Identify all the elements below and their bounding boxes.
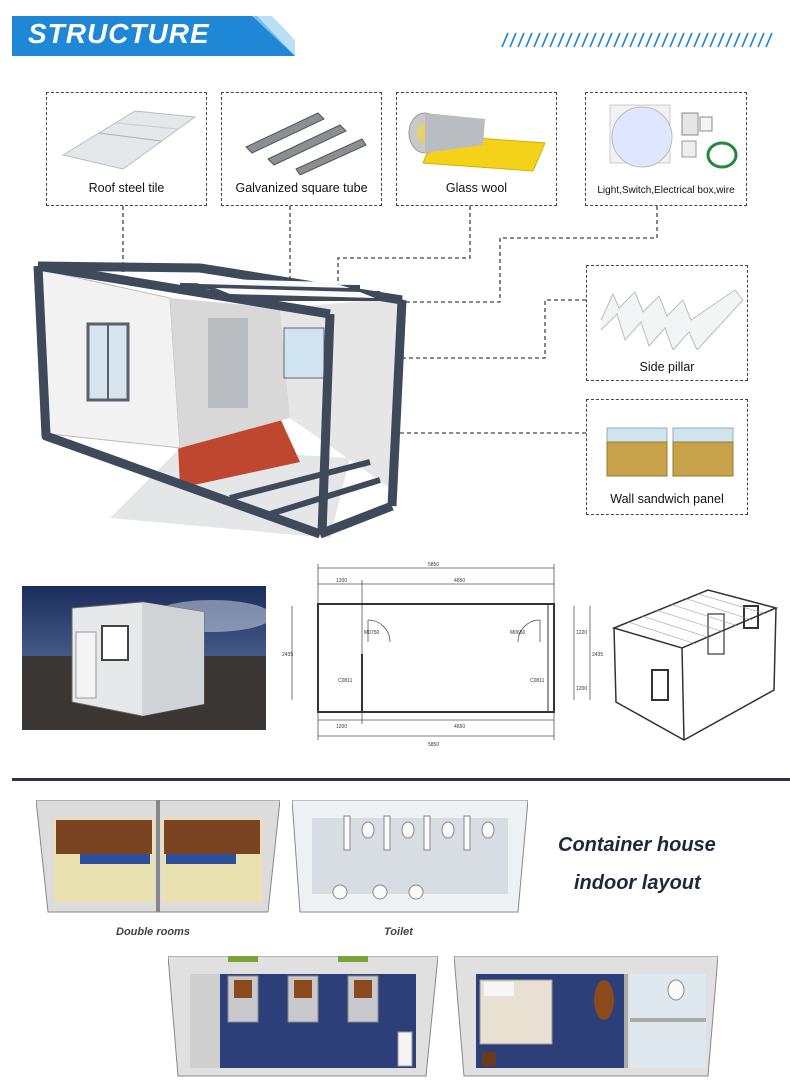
side-pillar-label: Side pillar [639,360,695,374]
office-layout [168,956,438,1077]
plan-bottom-total: 5850 [428,742,439,746]
toilet-caption: Toilet [384,926,413,938]
double-rooms-layout [36,800,280,913]
roof-steel-tile-label: Roof steel tile [88,181,165,195]
plan-bottom-left: 1200 [336,724,347,730]
bedroom-bath-layout [454,956,718,1077]
side-pillar-image [600,289,743,350]
plan-door1: M0750 [364,630,380,636]
wall-panel-label: Wall sandwich panel [610,492,724,506]
hatch-decoration [501,32,773,48]
material-galvanized-tube: Galvanized square tube [221,92,382,206]
galvanized-tube-label: Galvanized square tube [235,181,368,195]
material-glass-wool: Glass wool [396,92,557,206]
indoor-heading-line1: Container house [558,834,716,856]
container-photo [22,586,266,730]
toilet-layout [292,800,528,913]
glass-wool-label: Glass wool [445,181,508,195]
roof-tile-image [61,110,197,170]
material-wall-panel: Wall sandwich panel [586,399,748,515]
plan-height-left: 2435 [282,652,293,658]
electrical-image [609,104,738,169]
plan-win2: C0811 [530,678,545,684]
square-tube-image [245,112,367,175]
plan-right-top: 1220 [576,630,587,636]
plan-top-left: 1200 [336,578,347,584]
glass-wool-image [408,112,546,172]
material-roof-steel-tile: Roof steel tile [46,92,207,206]
container-3d-wireframe [611,589,779,741]
page-title: STRUCTURE [28,18,210,49]
plan-top-total: 5850 [428,562,439,568]
header-banner [12,16,295,56]
indoor-heading-line2: indoor layout [574,872,701,894]
plan-win1: C0811 [338,678,353,684]
plan-door2: M0650 [510,630,526,636]
material-electrical: Light,Switch,Electrical box,wire [585,92,747,206]
material-side-pillar: Side pillar [586,265,748,381]
double-rooms-caption: Double rooms [116,926,190,938]
floor-plan-drawing: 5850 1200 4650 1200 4650 5850 2435 2435 … [282,562,603,746]
plan-bottom-right: 4650 [454,724,465,730]
electrical-label: Light,Switch,Electrical box,wire [597,185,735,196]
section-divider [12,778,790,781]
plan-height-right: 2435 [592,652,603,658]
plan-right-bottom: 1200 [576,686,587,692]
container-structure-illustration [33,261,407,539]
plan-top-right: 4650 [454,578,465,584]
wall-panel-image [606,427,734,477]
